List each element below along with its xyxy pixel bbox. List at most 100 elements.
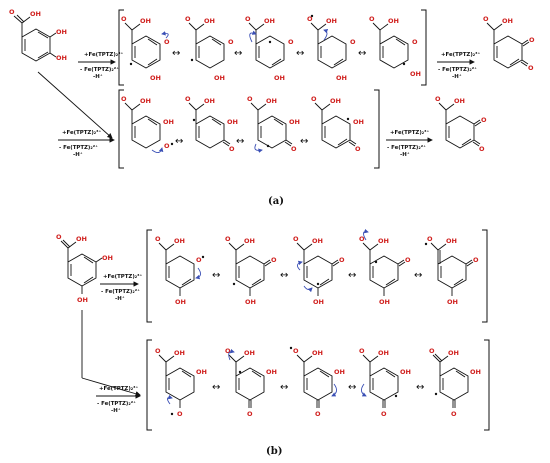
resonance-arrow: ↔ <box>212 270 220 281</box>
hydroxyl-label: OH <box>446 237 457 245</box>
hydroxyl-label: OH <box>334 368 345 376</box>
molecule-2-4-dihydroxybenzoic-acid: O OH OH OH <box>56 233 113 304</box>
hydroxyl-label: OH <box>388 17 399 25</box>
resonance-arrow: ↔ <box>172 48 180 59</box>
bracket-right <box>482 229 488 323</box>
radical-structure-b2-2: O OH OH O <box>225 347 277 418</box>
ketone-oxygen-label: O <box>271 256 277 264</box>
hydroxyl-label: OH <box>227 118 238 126</box>
hydroxyl-label: OH <box>378 237 389 245</box>
resonance-arrow: ↔ <box>234 48 242 59</box>
hydroxyl-label: OH <box>174 237 185 245</box>
hydroxyl-label: OH <box>400 368 411 376</box>
reaction-arrow-a4: +Fe(TPTZ)₂³⁺ - Fe(TPTZ)₂²⁺ -H⁺ <box>386 129 433 158</box>
hydroxyl-label: OH <box>244 349 255 357</box>
oxygen-radical-label: O <box>164 142 170 150</box>
reaction-arrow-a2: +Fe(TPTZ)₂³⁺ - Fe(TPTZ)₂²⁺ -H⁺ <box>437 51 480 80</box>
hydroxyl-label: OH <box>214 74 225 82</box>
hydroxyl-label: OH <box>410 70 421 78</box>
ketone-oxygen-label: O <box>405 256 411 264</box>
panel-label-a: (a) <box>268 196 284 207</box>
proton-loss-label: -H⁺ <box>400 151 410 158</box>
reagent-remove-label: - Fe(TPTZ)₂²⁺ <box>59 144 98 151</box>
carbonyl-oxygen-label: O <box>293 235 299 243</box>
hydroxyl-label: OH <box>140 97 151 105</box>
reagent-add-label: +Fe(TPTZ)₂³⁺ <box>99 385 138 392</box>
ketone-oxygen-label: O <box>412 38 418 46</box>
hydroxyl-label: OH <box>353 118 364 126</box>
proton-loss-label: -H⁺ <box>452 73 462 80</box>
reagent-add-label: +Fe(TPTZ)₂³⁺ <box>84 51 123 58</box>
hydroxyl-label: OH <box>379 298 390 306</box>
ketone-oxygen-label: O <box>229 145 235 153</box>
molecule-2-3-dihydroxybenzoic-acid: O OH OH OH <box>9 8 67 62</box>
oxygen-radical-label: O <box>427 235 433 243</box>
carbonyl-oxygen-label: O <box>245 15 251 23</box>
branch-arrow-b-horizontal <box>81 377 141 397</box>
carbonyl-oxygen-label: O <box>359 235 365 243</box>
ketone-oxygen-label: O <box>529 36 535 44</box>
carbonyl-oxygen-label: O <box>311 95 317 103</box>
hydroxyl-label: OH <box>76 235 87 243</box>
hydroxyl-label: OH <box>244 237 255 245</box>
hydroxyl-label: OH <box>56 54 67 62</box>
hydroxyl-label: OH <box>140 17 151 25</box>
ketone-oxygen-label: O <box>247 410 253 418</box>
reaction-arrow-b2: +Fe(TPTZ)₂³⁺ - Fe(TPTZ)₂²⁺ -H⁺ <box>96 385 141 414</box>
ketone-oxygen-label: O <box>381 410 387 418</box>
bracket-left <box>146 229 152 323</box>
hydroxyl-label: OH <box>330 97 341 105</box>
resonance-arrow: ↔ <box>175 136 183 147</box>
hydroxyl-label: OH <box>56 28 67 36</box>
radical-structure-b2-1: O OH OH O <box>155 347 207 418</box>
ketone-oxygen-label: O <box>315 410 321 418</box>
reagent-add-label: +Fe(TPTZ)₂³⁺ <box>62 129 101 136</box>
bracket-left <box>118 89 124 169</box>
radical-structure-a1-5: O OH O OH <box>369 15 421 78</box>
ketone-oxygen-label: O <box>291 145 297 153</box>
proton-loss-label: -H⁺ <box>73 151 83 158</box>
resonance-arrow: ↔ <box>348 270 356 281</box>
reagent-add-label: +Fe(TPTZ)₂³⁺ <box>103 273 142 280</box>
proton-loss-label: -H⁺ <box>111 407 121 414</box>
reagent-remove-label: - Fe(TPTZ)₂²⁺ <box>101 288 140 295</box>
hydroxyl-label: OH <box>150 74 161 82</box>
hydroxyl-label: OH <box>175 298 186 306</box>
carbonyl-oxygen-label: O <box>185 95 191 103</box>
proton-loss-label: -H⁺ <box>115 295 125 302</box>
hydroxyl-label: OH <box>30 10 41 18</box>
bracket-left <box>118 9 124 86</box>
ketone-oxygen-label: O <box>228 38 234 46</box>
radical-structure-a1-3: O OH O OH <box>245 15 294 82</box>
ketone-oxygen-label: O <box>451 410 457 418</box>
ketone-oxygen-label: O <box>479 145 485 153</box>
hydroxyl-label: OH <box>470 368 481 376</box>
radical-structure-a2-4: O OH OH O <box>311 95 364 153</box>
radical-structure-b1-5: O OH O OH <box>424 235 479 306</box>
carbonyl-oxygen-label: O <box>483 15 489 23</box>
radical-structure-a2-3: O OH OH O <box>247 95 300 153</box>
hydroxyl-label: OH <box>454 97 465 105</box>
oxygen-radical-label: O <box>177 410 183 418</box>
resonance-arrow: ↔ <box>212 382 220 393</box>
hydroxyl-label: OH <box>312 349 323 357</box>
reaction-arrow-a1: +Fe(TPTZ)₂³⁺ - Fe(TPTZ)₂²⁺ -H⁺ <box>78 51 123 80</box>
carbonyl-oxygen-label: O <box>429 347 435 355</box>
resonance-arrow: ↔ <box>414 270 422 281</box>
reagent-remove-label: - Fe(TPTZ)₂²⁺ <box>438 66 477 73</box>
carbonyl-oxygen-label: O <box>155 235 161 243</box>
hydroxyl-label: OH <box>312 237 323 245</box>
bracket-left <box>146 339 152 431</box>
hydroxyl-label: OH <box>196 368 207 376</box>
hydroxyl-label: OH <box>326 17 337 25</box>
carbonyl-oxygen-label: O <box>185 15 191 23</box>
reagent-remove-label: - Fe(TPTZ)₂²⁺ <box>97 400 136 407</box>
quinone-product-a1: O OH O O <box>483 15 535 72</box>
resonance-arrow: ↔ <box>416 382 424 393</box>
hydroxyl-label: OH <box>313 298 324 306</box>
hydroxyl-label: OH <box>204 17 215 25</box>
radical-structure-a2-2: O OH OH O <box>185 95 238 153</box>
resonance-arrow: ↔ <box>236 136 244 147</box>
hydroxyl-label: OH <box>163 118 174 126</box>
